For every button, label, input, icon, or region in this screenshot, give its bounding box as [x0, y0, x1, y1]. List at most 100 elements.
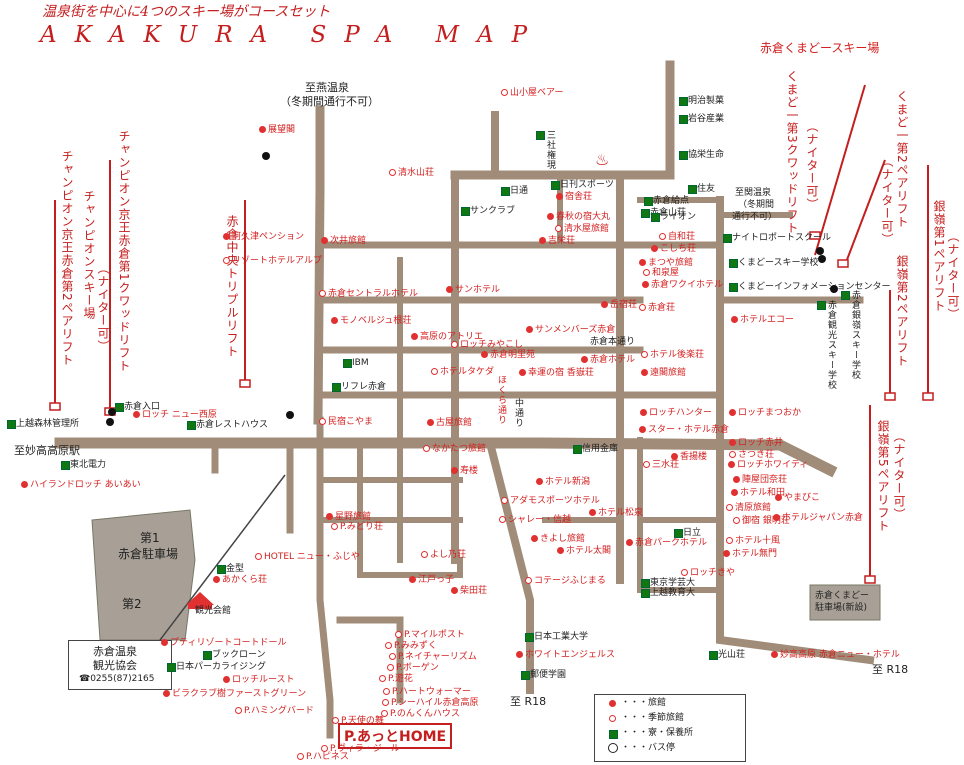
- road-to-myoko-station: 至妙高高原駅: [14, 444, 80, 457]
- place-marker: [729, 409, 736, 416]
- place-marker: [321, 237, 328, 244]
- place-label: 民宿こやま: [328, 417, 374, 427]
- place-marker: [7, 420, 16, 429]
- place-marker: [536, 478, 543, 485]
- road-spine: [450, 60, 675, 180]
- place-marker: [451, 587, 458, 594]
- place-marker: [723, 550, 730, 557]
- place-marker: [773, 514, 780, 521]
- place-label: ホテル太閣: [566, 546, 612, 556]
- place-label: ホテルジャパン赤倉: [782, 513, 864, 523]
- place-label: 日本工業大学: [534, 632, 589, 642]
- place-label: きよし旅館: [540, 534, 586, 544]
- place-label: ロッチ赤井: [738, 438, 784, 448]
- place-marker: [203, 651, 212, 660]
- place-marker: [641, 209, 650, 218]
- place-label: 次井旅館: [330, 236, 367, 246]
- place-label: 江戸っ子: [418, 575, 455, 585]
- place-label: 柴田荘: [460, 586, 488, 596]
- place-label: ロッチルースト: [232, 675, 295, 685]
- place-marker: [589, 509, 596, 516]
- place-marker: [481, 351, 488, 358]
- place-marker: [723, 234, 732, 243]
- road-sekiyama-note: （冬期間: [738, 200, 775, 210]
- road-network: [54, 60, 875, 739]
- place-marker: [525, 633, 534, 642]
- place-label: P.ハートウォーマー: [392, 687, 471, 697]
- parking-2-number: 第2: [122, 597, 142, 611]
- place-label: 赤倉観光スキー学校: [826, 300, 836, 390]
- place-marker: [728, 461, 735, 468]
- place-marker: [61, 461, 70, 470]
- place-marker: [421, 551, 428, 558]
- place-label: 赤倉ワクイホテル: [651, 280, 724, 290]
- place-marker: [643, 461, 650, 468]
- champion-ski-area-label: チャンピオンスキー場: [82, 190, 96, 320]
- parking-1-name: 赤倉駐車場: [118, 547, 179, 561]
- place-marker: [644, 197, 653, 206]
- place-label: 古屋旅館: [436, 418, 473, 428]
- place-marker: [451, 467, 458, 474]
- place-marker: [332, 717, 339, 724]
- place-label: 光山荘: [718, 650, 746, 660]
- place-marker: [213, 576, 220, 583]
- lift-ginrei-2-label: 銀嶺第2ペアリフト: [895, 255, 909, 368]
- lift-champion-2-label: チャンピオン京王赤倉第2ペアリフト: [60, 150, 74, 367]
- place-label: 阿久津ペンション: [232, 232, 305, 242]
- place-marker: [446, 286, 453, 293]
- place-marker: [817, 301, 826, 310]
- place-marker: [379, 675, 386, 682]
- place-marker: [733, 517, 740, 524]
- road-south: [485, 438, 534, 694]
- place-label: 三社権現: [545, 130, 555, 170]
- place-marker: [499, 516, 506, 523]
- place-label: 赤倉給点: [653, 196, 690, 206]
- legend-ryo-marker: [609, 730, 618, 739]
- place-label: 遠閣旅館: [650, 368, 687, 378]
- road-south-grid: [317, 257, 723, 593]
- place-label: なかたつ旅館: [432, 444, 487, 454]
- place-marker: [297, 753, 304, 760]
- place-label: コテージふじまる: [534, 576, 606, 586]
- place-label: 清原旅館: [735, 503, 772, 513]
- place-marker: [536, 131, 545, 140]
- bus-stop-marker: [830, 285, 838, 293]
- place-label: 赤倉パークホテル: [635, 538, 708, 548]
- place-label: 吉栄荘: [548, 236, 576, 246]
- place-label: ホテルエコー: [740, 315, 795, 325]
- place-label: 和泉屋: [652, 268, 680, 278]
- place-marker: [526, 326, 533, 333]
- place-label: P.のんくんハウス: [390, 709, 460, 719]
- map-title: AKAKURA SPA MAP: [40, 22, 546, 48]
- place-marker: [733, 476, 740, 483]
- place-label: IBM: [352, 358, 369, 368]
- place-label: ロッチハンター: [649, 408, 713, 418]
- road-tsubame-note: （冬期間通行不可）: [280, 95, 379, 108]
- place-label: こしち荘: [660, 244, 697, 254]
- place-label: まつや旅館: [648, 258, 694, 268]
- place-label: P.ハミングバード: [244, 706, 314, 716]
- place-label: 赤倉荘: [648, 303, 676, 313]
- tourist-pointer: [159, 474, 286, 641]
- place-label: ハイランドロッチ あいあい: [30, 480, 141, 490]
- place-marker: [539, 237, 546, 244]
- bus-stop-icon: [608, 743, 618, 753]
- road-west-link: [211, 439, 294, 534]
- lift-station-ginrei-2: [884, 392, 896, 401]
- parking-kamado-new: 駐車場(新設): [815, 603, 868, 613]
- place-marker: [519, 369, 526, 376]
- place-marker: [223, 257, 230, 264]
- place-marker: [731, 489, 738, 496]
- tourist-office-name-b: 観光協会: [93, 659, 137, 672]
- place-marker: [387, 664, 394, 671]
- place-marker: [385, 642, 392, 649]
- place-marker: [556, 193, 563, 200]
- place-label: 上越教育大: [650, 588, 696, 598]
- kankokaikan-label: 観光会館: [195, 606, 232, 616]
- lift-ginrei-1-label: 銀嶺第1ペアリフト: [932, 200, 946, 313]
- parking-kamado-name: 赤倉くまどー: [815, 591, 870, 601]
- place-marker: [731, 316, 738, 323]
- lift-kamado-3-night: （ナイター可）: [805, 120, 819, 211]
- place-label: リフレ赤倉: [341, 382, 387, 392]
- lift-station-chuo: [239, 379, 251, 388]
